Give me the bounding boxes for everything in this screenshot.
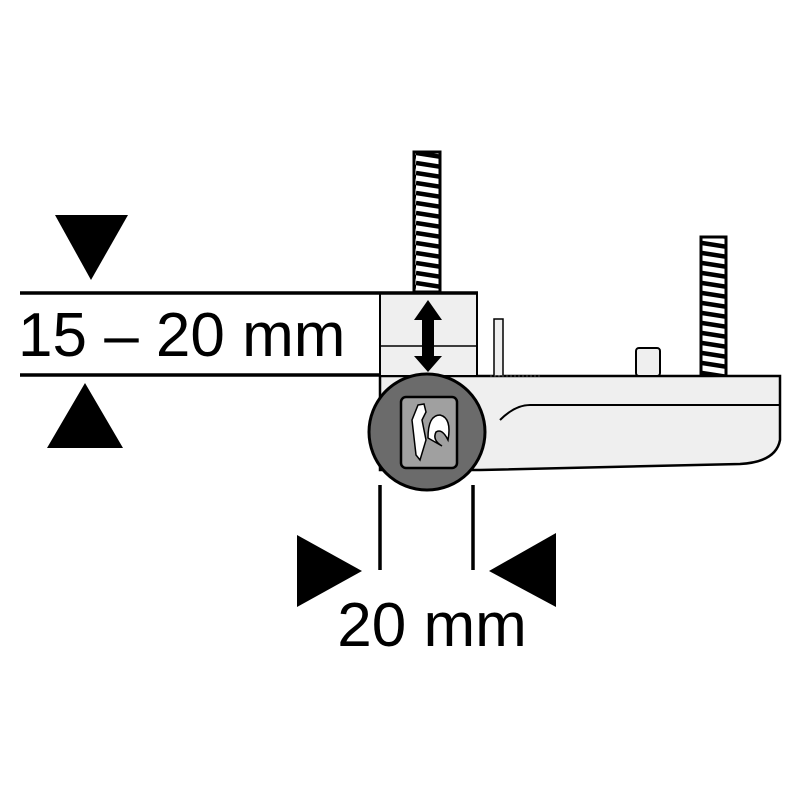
- width-dimension-label: 20 mm: [337, 591, 526, 660]
- dimension-arrow-icon: [297, 535, 362, 607]
- screw-icon: [412, 150, 442, 294]
- gap-dimension-label: 15 – 20 mm: [18, 301, 345, 370]
- double-arrow-icon: [414, 300, 442, 372]
- dimension-arrow-icon: [489, 533, 556, 607]
- dimension-arrow-icon: [47, 383, 123, 448]
- rooster-logo-icon: [411, 403, 450, 462]
- dimension-arrow-icon: [55, 215, 128, 280]
- knob: [367, 372, 487, 492]
- screw-icon: [699, 235, 728, 378]
